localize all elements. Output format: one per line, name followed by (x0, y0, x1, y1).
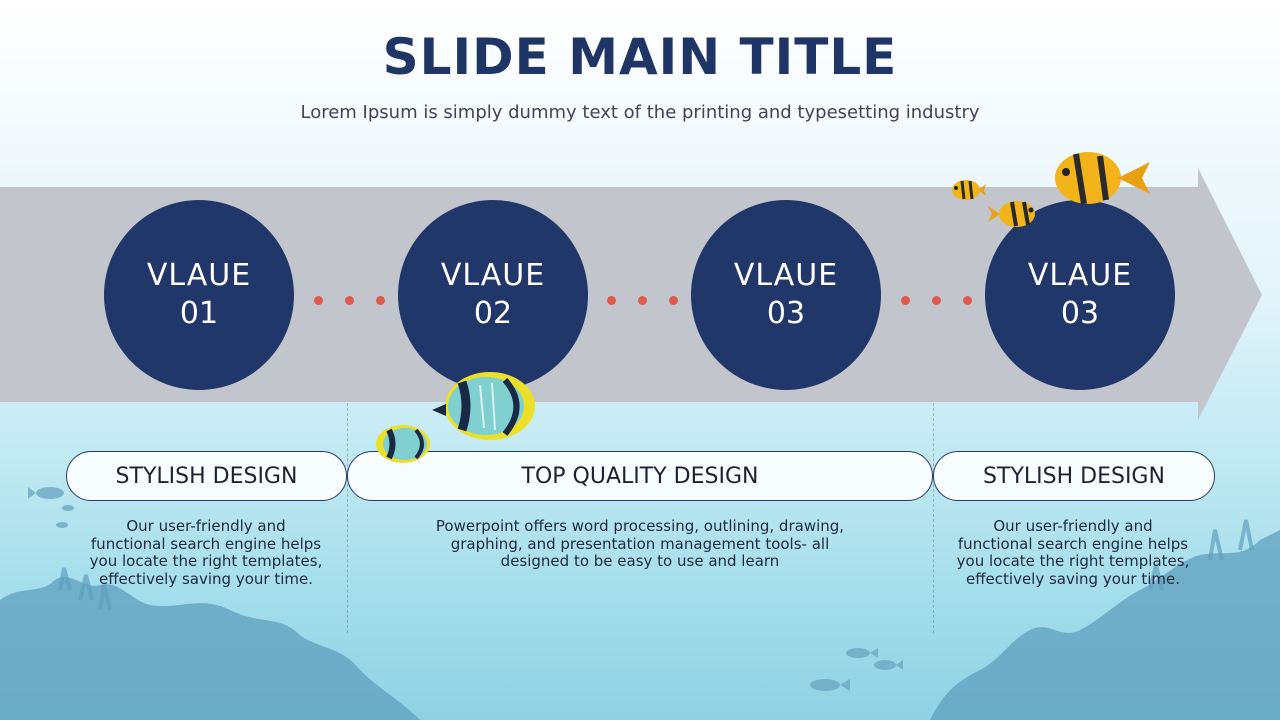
step-number: 03 (766, 296, 806, 331)
step-label: VLAUE (1027, 258, 1133, 293)
step-circle-2: VLAUE 02 (398, 200, 588, 390)
section-text-2: Powerpoint offers word processing, outli… (435, 517, 845, 570)
section-heading-1: STYLISH DESIGN (66, 451, 347, 501)
section-text-3: Our user-friendly and functional search … (956, 517, 1190, 588)
slide-title: SLIDE MAIN TITLE (382, 28, 898, 86)
section-heading-2: TOP QUALITY DESIGN (347, 451, 933, 501)
divider-line (347, 403, 348, 633)
section-heading-3: STYLISH DESIGN (933, 451, 1215, 501)
step-label: VLAUE (733, 258, 839, 293)
step-label: VLAUE (440, 258, 546, 293)
connector-dots (314, 296, 385, 305)
connector-dots (901, 296, 972, 305)
step-number: 01 (179, 296, 219, 331)
step-circle-3: VLAUE 03 (691, 200, 881, 390)
step-label: VLAUE (146, 258, 252, 293)
step-number: 02 (473, 296, 513, 331)
connector-dots (607, 296, 678, 305)
section-text-1: Our user-friendly and functional search … (89, 517, 323, 588)
step-circle-4: VLAUE 03 (985, 200, 1175, 390)
divider-line (933, 403, 934, 633)
slide-subtitle: Lorem Ipsum is simply dummy text of the … (300, 102, 980, 123)
step-circle-1: VLAUE 01 (104, 200, 294, 390)
step-number: 03 (1060, 296, 1100, 331)
